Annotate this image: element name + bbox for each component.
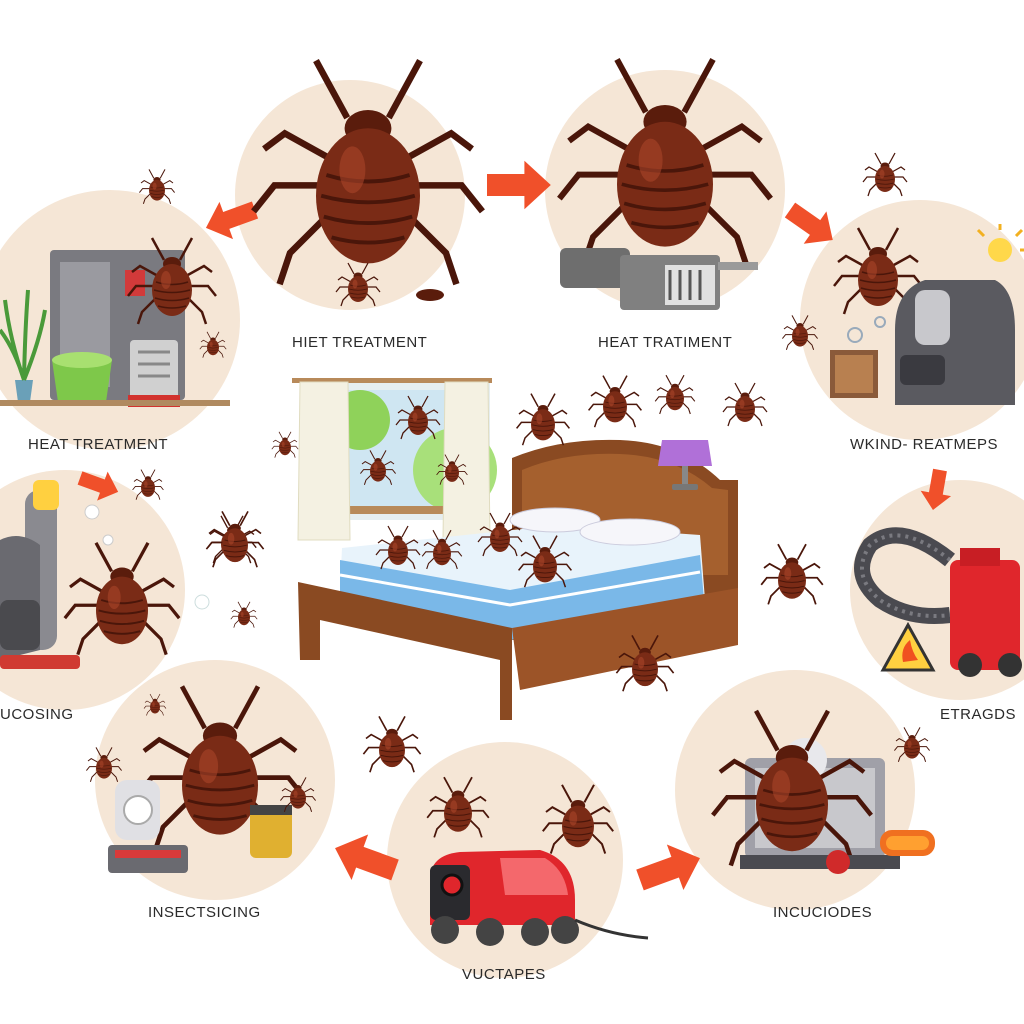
label-left-upper: HEAT TREATMENT (28, 436, 169, 453)
label-bottom-left: INSECTSICING (148, 904, 261, 921)
top-left-vignette (254, 61, 483, 307)
plant-icon (0, 289, 47, 402)
pot-icon (52, 352, 112, 402)
arrow-icon (487, 160, 551, 210)
steamer-icon (560, 248, 758, 310)
left-upper-vignette (0, 236, 230, 407)
steam-wand-icon (826, 830, 935, 874)
bedbug-icon (862, 152, 908, 197)
bedbug-icon (515, 392, 571, 446)
top-right-vignette (559, 59, 770, 310)
label-top-right: HEAT TRATIMENT (598, 334, 733, 351)
window-icon (292, 378, 497, 541)
left-middle-vignette (0, 469, 258, 669)
steam-cleaner-icon (0, 480, 80, 669)
label-bottom-right: INCUCIODES (773, 904, 873, 921)
vacuum-icon (430, 850, 649, 946)
bottom-center-vignette (426, 776, 649, 946)
sprayer-icon (108, 780, 188, 873)
bedbug-icon (132, 469, 164, 501)
bedbug-icon (654, 374, 696, 415)
lamp-icon (658, 440, 712, 490)
bedbug-icon (362, 715, 422, 774)
bedbug-icon (587, 374, 643, 428)
vacuum-icon (950, 548, 1022, 677)
heat-machine-icon (895, 280, 1015, 405)
bedbug-icon (271, 431, 299, 458)
bottom-left-vignette (85, 686, 317, 873)
label-top-left: HIET TREATMENT (292, 334, 428, 351)
bedbug-icon (205, 510, 265, 569)
hose-icon (854, 527, 955, 624)
container-icon (250, 805, 292, 858)
bedbug-icon (230, 601, 258, 628)
label-right-middle: ETRAGDS (940, 706, 1017, 723)
label-bottom-center: VUCTAPES (462, 966, 546, 983)
warning-icon (880, 621, 936, 672)
bedbug-icon (760, 543, 824, 606)
bedbug-icon (138, 168, 176, 205)
bedbug-icon (722, 382, 768, 427)
bottom-right-vignette (713, 711, 935, 874)
right-upper-vignette (781, 224, 1024, 405)
label-left-middle: UCOSING (0, 706, 74, 723)
lamp-icon (976, 224, 1024, 262)
label-right-upper: WKIND- REATMEPS (850, 436, 999, 453)
right-middle-vignette (760, 527, 1022, 677)
